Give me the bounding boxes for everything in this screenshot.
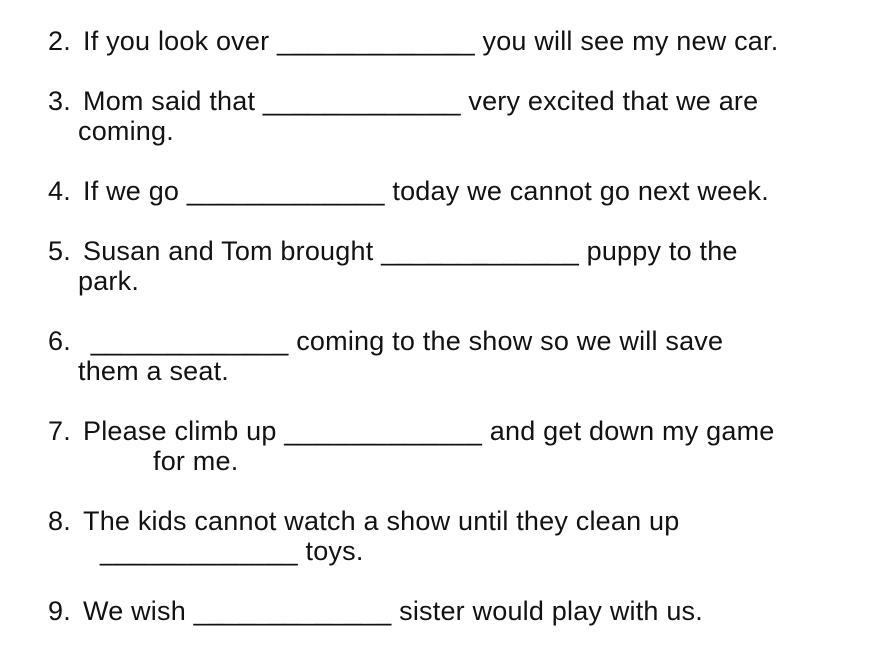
sentence-line-continued: coming. — [78, 116, 174, 146]
worksheet-item-6: 6. _____________ coming to the show so w… — [48, 326, 850, 386]
sentence-text: Mom said that _____________ very excited… — [83, 86, 759, 116]
worksheet-item-8: 8. The kids cannot watch a show until the… — [48, 506, 850, 566]
sentence-line: 2. If you look over _____________ you wil… — [48, 26, 850, 56]
sentence-text: _____________ coming to the show so we w… — [83, 326, 724, 356]
worksheet-item-7: 7. Please climb up _____________ and get … — [48, 416, 850, 476]
worksheet-item-5: 5. Susan and Tom brought _____________ pu… — [48, 236, 850, 296]
worksheet-item-9: 9. We wish _____________ sister would pla… — [48, 596, 850, 626]
sentence-text: If we go _____________ today we cannot g… — [83, 176, 769, 206]
sentence-line-continued: for me. — [153, 446, 239, 476]
item-number: 4. — [48, 176, 71, 206]
sentence-line: 5. Susan and Tom brought _____________ pu… — [48, 236, 850, 266]
sentence-line-continued: _____________ toys. — [100, 536, 364, 566]
sentence-line: 9. We wish _____________ sister would pla… — [48, 596, 850, 626]
sentence-line-continued: them a seat. — [78, 356, 229, 386]
sentence-text: Susan and Tom brought _____________ pupp… — [83, 236, 738, 266]
sentence-text: If you look over _____________ you will … — [83, 26, 779, 56]
item-number: 5. — [48, 236, 71, 266]
sentence-line: 8. The kids cannot watch a show until the… — [48, 506, 850, 536]
worksheet-item-4: 4. If we go _____________ today we cannot… — [48, 176, 850, 206]
item-number: 3. — [48, 86, 71, 116]
sentence-line: 7. Please climb up _____________ and get … — [48, 416, 850, 446]
item-number: 2. — [48, 26, 71, 56]
sentence-text: Please climb up _____________ and get do… — [83, 416, 775, 446]
worksheet-item-3: 3. Mom said that _____________ very excit… — [48, 86, 850, 146]
item-number: 6. — [48, 326, 71, 356]
sentence-line: 6. _____________ coming to the show so w… — [48, 326, 850, 356]
sentence-line: 4. If we go _____________ today we cannot… — [48, 176, 850, 206]
sentence-line-continued: park. — [78, 266, 140, 296]
sentence-text: The kids cannot watch a show until they … — [83, 506, 680, 536]
sentence-text: We wish _____________ sister would play … — [83, 596, 703, 626]
worksheet-item-2: 2. If you look over _____________ you wil… — [48, 26, 850, 56]
item-number: 9. — [48, 596, 71, 626]
sentence-line: 3. Mom said that _____________ very excit… — [48, 86, 850, 116]
item-number: 7. — [48, 416, 71, 446]
item-number: 8. — [48, 506, 71, 536]
